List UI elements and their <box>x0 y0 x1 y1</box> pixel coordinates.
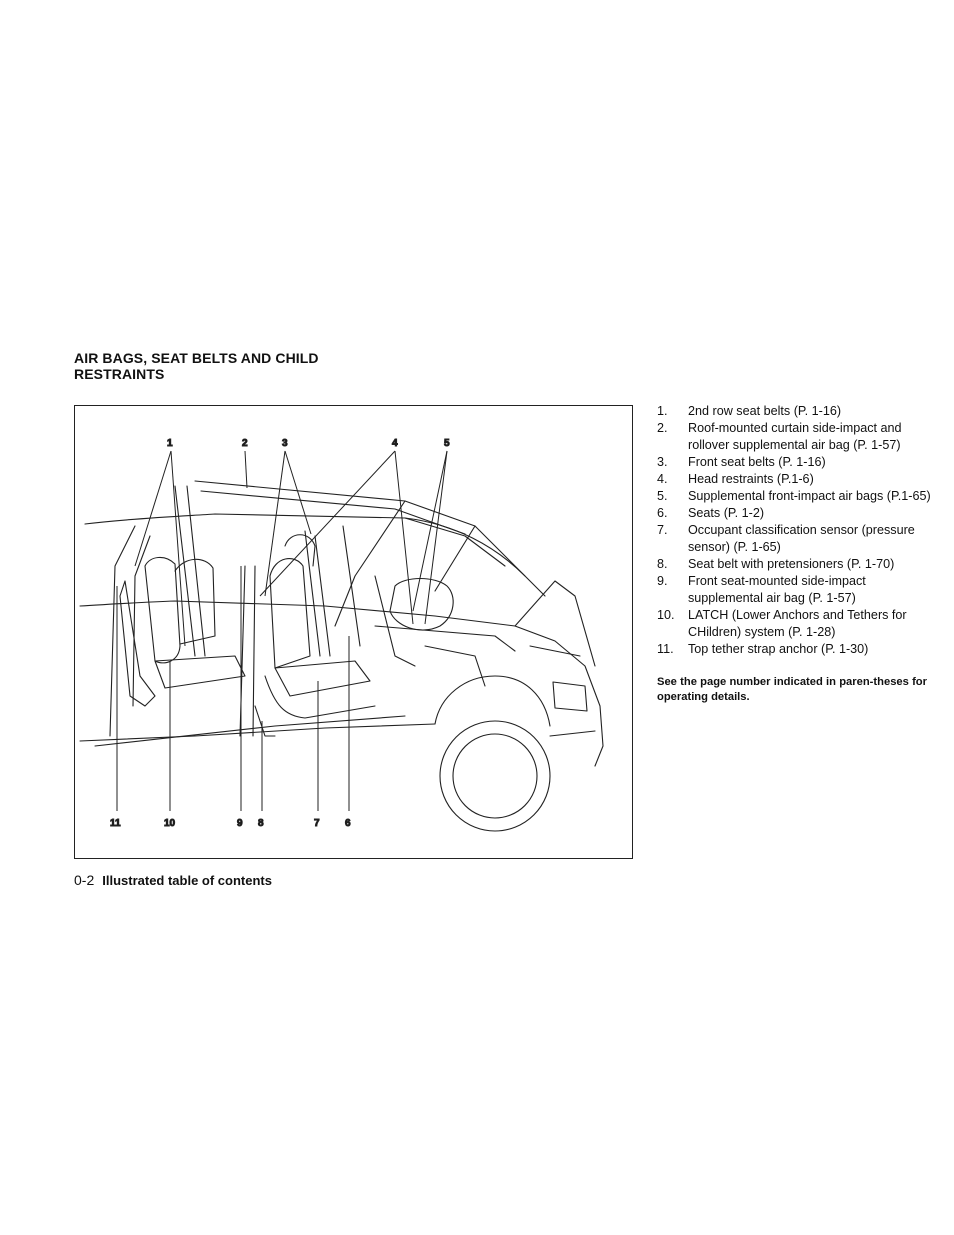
callout-label: 3 <box>282 438 288 449</box>
callout-label: 5 <box>444 438 450 449</box>
page-number: 0-2 <box>74 872 95 888</box>
list-item: 2. Roof-mounted curtain side-impact and r… <box>657 420 932 454</box>
list-item: 8. Seat belt with pretensioners (P. 1-70) <box>657 556 932 573</box>
callout-label: 1 <box>167 438 173 449</box>
list-item: 10. LATCH (Lower Anchors and Tethers for … <box>657 607 932 641</box>
item-number: 1. <box>657 404 668 418</box>
item-text: Roof-mounted curtain side-impact and rol… <box>688 421 902 452</box>
item-text: Front seat-mounted side-impact supplemen… <box>688 574 866 605</box>
callout-label: 6 <box>345 818 351 829</box>
item-number: 10. <box>657 608 675 622</box>
list-item: 7. Occupant classification sensor (pressu… <box>657 522 932 556</box>
item-number: 5. <box>657 489 668 503</box>
footer-title: Illustrated table of contents <box>102 873 272 888</box>
operating-details-note: See the page number indicated in paren-t… <box>657 676 927 703</box>
item-number: 3. <box>657 455 668 469</box>
list-item: 6. Seats (P. 1-2) <box>657 505 932 522</box>
list-item: 5. Supplemental front-impact air bags (P.… <box>657 488 932 505</box>
item-number: 11. <box>657 642 674 656</box>
callout-label: 11 <box>110 818 121 829</box>
item-number: 4. <box>657 472 668 486</box>
item-text: 2nd row seat belts (P. 1-16) <box>688 404 842 418</box>
item-number: 7. <box>657 523 668 537</box>
item-number: 2. <box>657 421 668 435</box>
callout-label: 4 <box>392 438 398 449</box>
item-text: Front seat belts (P. 1-16) <box>688 455 826 469</box>
page-footer: 0-2 Illustrated table of contents <box>74 872 272 888</box>
list-item: 4. Head restraints (P.1-6) <box>657 471 932 488</box>
item-text: Top tether strap anchor (P. 1-30) <box>688 642 869 656</box>
callout-label: 9 <box>237 818 243 829</box>
section-title: AIR BAGS, SEAT BELTS AND CHILD RESTRAINT… <box>74 350 319 382</box>
callout-label: 7 <box>314 818 320 829</box>
item-text: Head restraints (P.1-6) <box>688 472 814 486</box>
callout-label: 8 <box>258 818 264 829</box>
item-number: 9. <box>657 574 668 588</box>
callout-layer: 1 2 3 4 5 11 10 9 8 7 6 <box>110 438 451 830</box>
list-item: 11. Top tether strap anchor (P. 1-30) <box>657 641 932 658</box>
list-item: 9. Front seat-mounted side-impact supplem… <box>657 573 932 607</box>
item-text: LATCH (Lower Anchors and Tethers for CHi… <box>688 608 907 639</box>
item-number: 6. <box>657 506 668 520</box>
callout-label: 2 <box>242 438 248 449</box>
item-text: Supplemental front-impact air bags (P.1-… <box>688 489 931 503</box>
vehicle-line-drawing <box>79 480 604 832</box>
list-item: 3. Front seat belts (P. 1-16) <box>657 454 932 471</box>
item-list: 1. 2nd row seat belts (P. 1-16) 2. Roof-mo… <box>657 403 932 658</box>
list-item: 1. 2nd row seat belts (P. 1-16) <box>657 403 932 420</box>
item-text: Occupant classification sensor (pressure… <box>688 523 915 554</box>
vehicle-illustration: 1 2 3 4 5 11 10 9 8 7 6 <box>74 405 633 859</box>
item-number: 8. <box>657 557 668 571</box>
callout-label: 10 <box>164 818 176 829</box>
item-text: Seat belt with pretensioners (P. 1-70) <box>688 557 895 571</box>
item-text: Seats (P. 1-2) <box>688 506 765 520</box>
